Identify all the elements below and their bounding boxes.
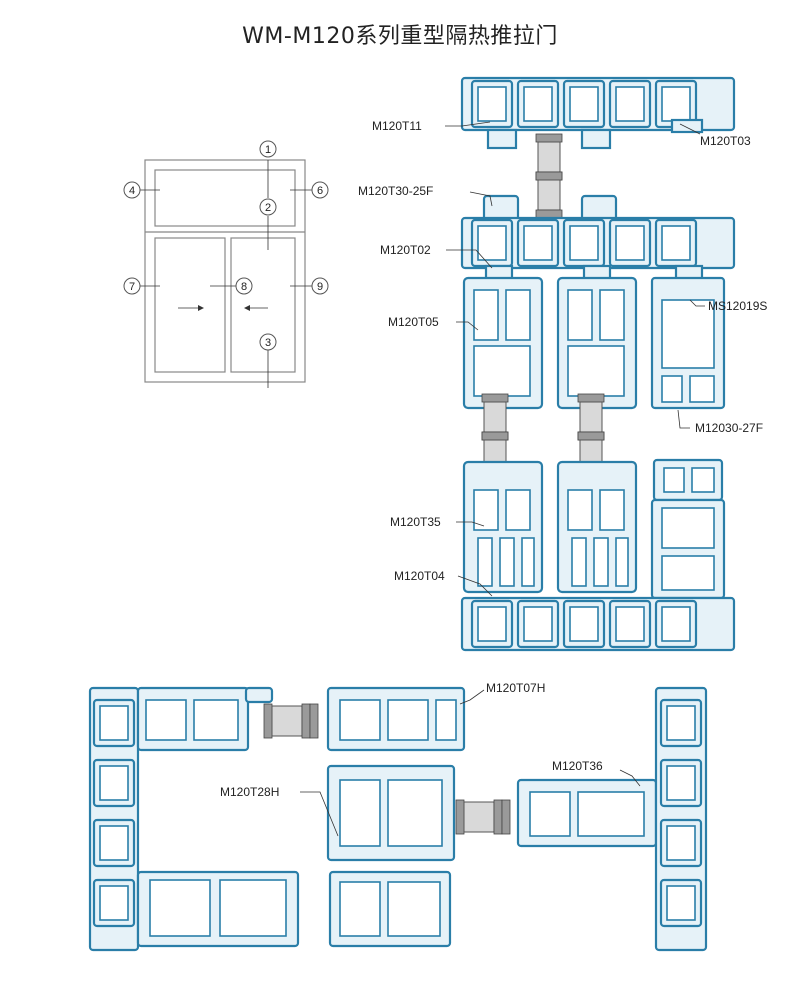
callout-8: 8 [241, 281, 247, 293]
label-m120t02: M120T02 [380, 243, 431, 257]
label-m120t11: M120T11 [372, 119, 422, 133]
label-ms12019s: MS12019S [708, 299, 767, 313]
callout-7: 7 [129, 281, 135, 293]
label-m120t28h: M120T28H [220, 785, 279, 799]
callout-2: 2 [265, 202, 271, 214]
horizontal-section [88, 686, 708, 952]
label-m120t30-25f: M120T30-25F [358, 184, 433, 198]
label-m120t04: M120T04 [394, 569, 445, 583]
label-m120t05: M120T05 [388, 315, 439, 329]
label-m120t03: M120T03 [700, 134, 751, 148]
label-m120t36: M120T36 [552, 759, 603, 773]
page-title: WM-M120系列重型隔热推拉门 [242, 24, 558, 49]
callout-3: 3 [265, 337, 271, 349]
label-m120t07h: M120T07H [486, 681, 545, 695]
callout-1: 1 [265, 144, 271, 156]
vertical-section [445, 76, 736, 652]
label-m120t35: M120T35 [390, 515, 441, 529]
callout-9: 9 [317, 281, 323, 293]
callout-6: 6 [317, 185, 323, 197]
elevation-diagram: 1 2 3 4 6 7 8 9 [123, 140, 329, 388]
callout-4: 4 [129, 185, 135, 197]
label-m12030-27f: M12030-27F [695, 421, 763, 435]
